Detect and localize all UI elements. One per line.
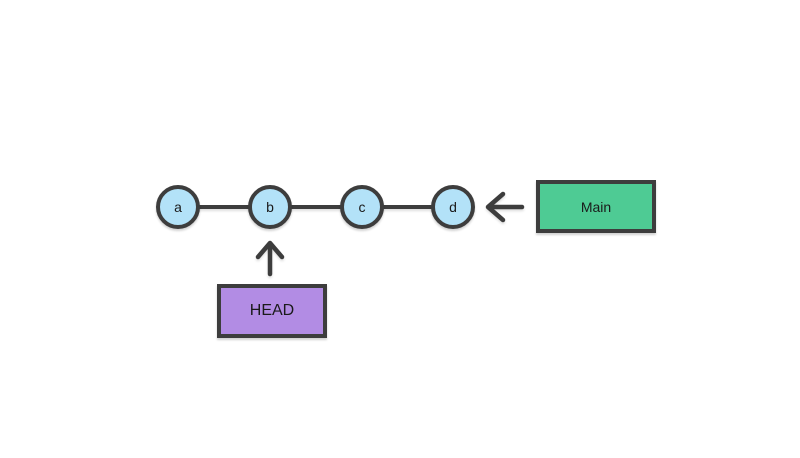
commit-node-c: c: [340, 185, 384, 229]
main-branch-box: Main: [536, 180, 656, 233]
commit-node-a-label: a: [174, 199, 182, 215]
head-label: HEAD: [249, 302, 295, 319]
commit-node-a: a: [156, 185, 200, 229]
main-branch-label: Main: [580, 198, 612, 215]
commit-node-d: d: [431, 185, 475, 229]
head-to-b-arrow: [255, 240, 285, 277]
commit-node-b: b: [248, 185, 292, 229]
commit-node-c-label: c: [358, 199, 366, 215]
main-to-d-arrow: [485, 191, 525, 223]
head-box: HEAD: [217, 284, 327, 338]
commit-node-b-label: b: [266, 199, 274, 215]
commit-node-d-label: d: [449, 199, 457, 215]
